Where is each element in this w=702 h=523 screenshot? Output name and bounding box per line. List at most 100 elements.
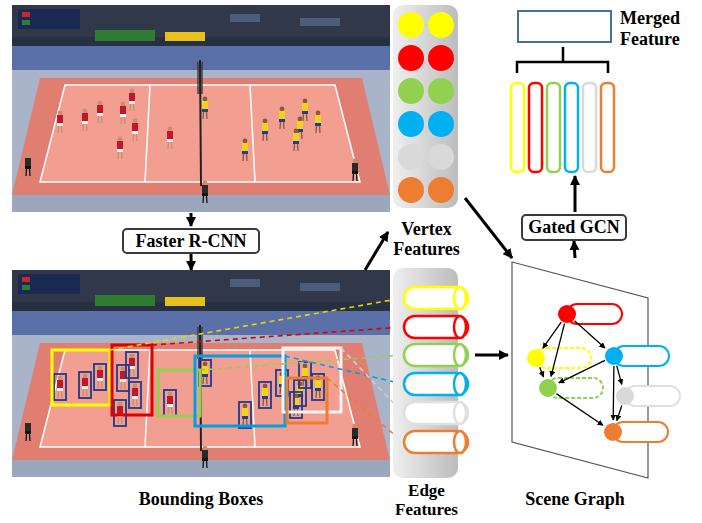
person-box xyxy=(79,372,91,398)
person-box xyxy=(290,392,302,418)
volleyball-photo xyxy=(132,119,138,141)
leader-line xyxy=(327,378,403,442)
volleyball-photo xyxy=(242,139,248,161)
node-label: Merged Feature xyxy=(620,8,698,49)
feature-column xyxy=(511,83,614,172)
volleyball-photo xyxy=(202,97,208,119)
volleyball-photo xyxy=(145,85,150,182)
volleyball-photo xyxy=(95,30,155,41)
vertex-feature-panel xyxy=(393,5,458,208)
group-box xyxy=(283,348,341,412)
person-box xyxy=(129,382,141,408)
feature-column xyxy=(511,83,524,172)
scene-graph-figure xyxy=(575,321,606,348)
volleyball-photo xyxy=(262,119,268,141)
vertex-feature-panel xyxy=(398,144,424,170)
scene-graph-figure xyxy=(605,347,623,365)
edge-feature-panel xyxy=(393,268,468,478)
graph-panel: Scene Graph xyxy=(508,258,642,510)
person-box xyxy=(114,400,126,426)
group-box xyxy=(287,378,327,423)
group-box xyxy=(112,345,152,415)
node-label: Scene Graph xyxy=(508,489,642,510)
edge-feature-panel xyxy=(454,344,466,366)
volleyball-photo xyxy=(120,102,126,124)
feature-column xyxy=(601,83,614,172)
leader-line xyxy=(110,298,403,442)
volleyball-photo xyxy=(302,99,308,121)
person-box xyxy=(117,365,129,391)
group-box xyxy=(52,345,341,426)
vertex-feature-panel xyxy=(428,78,454,104)
flow-arrow xyxy=(574,241,575,258)
leader-line xyxy=(152,327,403,345)
flow-arrow xyxy=(465,198,512,258)
person-box xyxy=(94,364,106,390)
person-box xyxy=(239,402,251,428)
scene-graph-figure xyxy=(556,394,603,426)
scene-graph-figure xyxy=(536,304,680,442)
volleyball-photo xyxy=(57,111,63,133)
volleyball-photo xyxy=(167,127,173,149)
person-box xyxy=(259,382,271,408)
leader-line xyxy=(200,355,403,370)
scene-graph-figure xyxy=(539,379,557,397)
leader-line xyxy=(285,356,403,384)
feature-column xyxy=(547,83,560,172)
feature-column xyxy=(583,83,596,172)
flow-arrow xyxy=(190,254,193,270)
scene-graph-figure xyxy=(617,406,622,421)
edge-feature-panel xyxy=(454,316,466,338)
edge-feature-panel xyxy=(404,287,468,453)
flow-arrow xyxy=(190,213,193,226)
volleyball-photo xyxy=(22,20,30,25)
volleyball-photo xyxy=(250,85,255,182)
edge-feature-panel xyxy=(404,431,468,453)
volleyball-photo xyxy=(202,181,208,203)
volleyball-photo xyxy=(22,12,30,17)
volleyball-photo xyxy=(352,159,358,181)
edge-feature-panel xyxy=(454,373,466,395)
scene-graph-figure xyxy=(543,322,561,348)
vertex-feature-panel xyxy=(398,111,424,137)
volleyball-photo xyxy=(165,32,205,41)
vertex-feature-panel xyxy=(398,177,424,203)
scene-graph-figure xyxy=(551,324,565,377)
node-label: Gated GCN xyxy=(528,217,620,238)
vertex-feature-panel xyxy=(428,144,454,170)
person-box xyxy=(164,390,176,416)
node-label: Faster R-CNN xyxy=(135,231,246,252)
scene-graph-figure xyxy=(613,366,615,420)
scene-graph-figure xyxy=(512,262,680,478)
edge-feature-panel xyxy=(404,344,468,366)
volleyball-photo xyxy=(129,89,135,111)
person-box xyxy=(54,374,66,400)
leader-line xyxy=(110,298,403,350)
feature-column xyxy=(529,83,542,172)
volleyball-photo xyxy=(12,195,390,212)
feature-column xyxy=(565,83,578,172)
volleyball-photo xyxy=(300,18,340,26)
process-box: Faster R-CNN xyxy=(122,228,260,254)
edge-feature-panel xyxy=(454,402,466,424)
volleyball-photo xyxy=(12,5,390,212)
volleyball-photo xyxy=(293,129,299,151)
volleyball-photo xyxy=(230,14,260,22)
volleyball-photo xyxy=(25,154,31,176)
scene-graph-figure xyxy=(616,387,634,405)
flow-arrow xyxy=(475,354,508,357)
node-label: Edge Features xyxy=(388,482,465,519)
scene-graph-figure xyxy=(527,349,545,367)
vertex-feature-panel xyxy=(398,78,424,104)
group-box xyxy=(52,350,110,405)
edge-feature-panel xyxy=(404,402,468,424)
volleyball-photo xyxy=(18,9,80,29)
scene-graph-figure xyxy=(559,360,605,382)
image-panel: Bounding Boxes xyxy=(12,270,390,510)
volleyball-photo xyxy=(12,270,390,477)
vertex-feature-panel xyxy=(398,12,424,38)
edge-feature-panel xyxy=(454,431,466,453)
